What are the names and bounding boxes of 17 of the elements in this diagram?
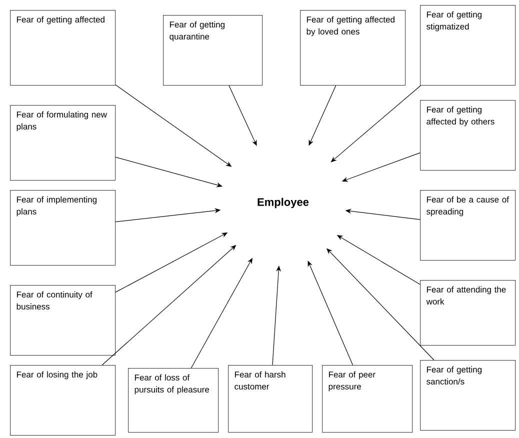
center-label: Employee: [258, 198, 309, 208]
text-box: Fear of loss of pursuits of pleasure: [128, 368, 219, 433]
text-box: Fear of implementing plans: [10, 190, 116, 266]
text-box: Fear of formulating new plans: [10, 105, 116, 181]
text-box: Fear of continuity of business: [10, 285, 116, 356]
arrow: [330, 85, 421, 162]
text-box: Fear of attending the work: [420, 280, 516, 346]
text-box: Fear of peer pressure: [322, 364, 413, 433]
text-box: Fear of losing the job: [10, 364, 116, 436]
text-box: Fear of harsh customer: [228, 364, 313, 433]
text-box: Fear of getting affected by others: [420, 100, 516, 171]
text-box: Fear of getting affected by loved ones: [300, 10, 406, 86]
text-box: Fear of getting quarantine: [163, 14, 263, 86]
text-box: Fear of getting sanction/s: [420, 360, 516, 431]
text-box: Fear of getting stigmatized: [420, 5, 516, 86]
text-box: Fear of getting affected: [10, 10, 116, 86]
text-box: Fear of be a cause of spreading: [420, 190, 516, 261]
